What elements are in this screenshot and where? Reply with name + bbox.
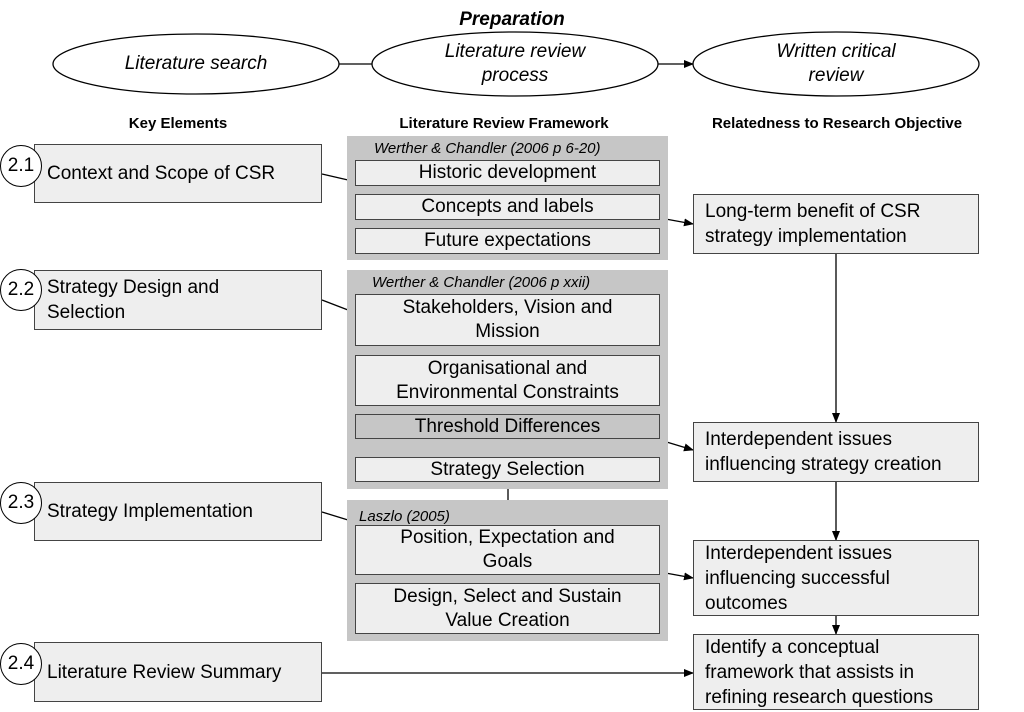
relatedness-box-2: Interdependent issues influencing strate… — [693, 422, 979, 482]
relatedness-box-4-line3: refining research questions — [705, 686, 934, 708]
framework-item-historic-development: Historic development — [355, 160, 660, 186]
key-element-2-2-line1: Strategy Design and — [47, 277, 220, 298]
key-element-2-4-label: Literature Review Summary — [47, 661, 282, 683]
header-framework: Literature Review Framework — [399, 115, 609, 132]
key-element-2-2-line2: Selection — [47, 302, 126, 323]
framework-item-concepts-labels: Concepts and labels — [355, 194, 660, 220]
connector-2-2 — [321, 299, 349, 311]
oval-process-line2: process — [481, 65, 549, 86]
section-number-2-2: 2.2 — [0, 269, 42, 311]
relatedness-box-1: Long-term benefit of CSR strategy implem… — [693, 194, 979, 254]
oval-process-line1: Literature review — [444, 41, 586, 62]
framework-group-2: Werther & Chandler (2006 p xxii) Stakeho… — [347, 270, 668, 489]
framework-group-1: Werther & Chandler (2006 p 6-20) Histori… — [347, 136, 668, 260]
key-element-2-3-label: Strategy Implementation — [47, 501, 253, 522]
oval-review-line1: Written critical — [776, 41, 896, 62]
header-key-elements: Key Elements — [128, 115, 228, 132]
framework-item-constraints: Organisational and Environmental Constra… — [355, 355, 660, 406]
framework-item-value-creation-line1: Design, Select and Sustain — [393, 585, 622, 607]
oval-literature-search-label: Literature search — [60, 46, 332, 82]
oval-review-line2: review — [808, 65, 864, 86]
relatedness-box-3-line3: outcomes — [705, 592, 788, 614]
framework-group-3: Laszlo (2005) Position, Expectation and … — [347, 500, 668, 641]
framework-item-constraints-line2: Environmental Constraints — [396, 381, 619, 403]
connector-2-3 — [321, 511, 349, 521]
key-element-2-1-label: Context and Scope of CSR — [47, 163, 276, 184]
framework-item-constraints-line1: Organisational and — [427, 357, 588, 379]
oval-process-label: Literature review process — [380, 38, 650, 90]
framework-item-threshold-label: Threshold Differences — [414, 415, 601, 437]
key-element-2-1: Context and Scope of CSR — [34, 144, 322, 203]
framework-item-stakeholders: Stakeholders, Vision and Mission — [355, 294, 660, 346]
header-relatedness: Relatedness to Research Objective — [711, 115, 963, 132]
framework-group-2-source: Werther & Chandler (2006 p xxii) — [372, 274, 591, 291]
relatedness-box-3-line1: Interdependent issues — [705, 542, 892, 564]
section-number-2-1: 2.1 — [0, 145, 42, 187]
framework-item-position-goals: Position, Expectation and Goals — [355, 525, 660, 575]
framework-item-position-goals-line2: Goals — [482, 551, 533, 572]
relatedness-box-4-line2: framework that assists in — [705, 661, 915, 683]
key-element-2-3: Strategy Implementation — [34, 482, 322, 541]
key-element-2-4: Literature Review Summary — [34, 642, 322, 702]
framework-item-stakeholders-line1: Stakeholders, Vision and — [402, 297, 613, 318]
framework-item-position-goals-line1: Position, Expectation and — [400, 527, 615, 548]
framework-item-stakeholders-line2: Mission — [475, 321, 540, 342]
framework-group-3-source: Laszlo (2005) — [359, 508, 450, 525]
framework-item-future-expectations: Future expectations — [355, 228, 660, 254]
relatedness-box-1-line1: Long-term benefit of CSR — [705, 201, 921, 222]
key-element-2-2: Strategy Design and Selection — [34, 270, 322, 330]
relatedness-box-4: Identify a conceptual framework that ass… — [693, 634, 979, 710]
framework-item-value-creation-line2: Value Creation — [445, 609, 570, 631]
relatedness-box-4-line1: Identify a conceptual — [705, 636, 880, 658]
framework-item-strategy-selection-label: Strategy Selection — [430, 458, 585, 480]
relatedness-box-2-line2: influencing strategy creation — [705, 454, 942, 475]
relatedness-box-2-line1: Interdependent issues — [705, 429, 892, 450]
framework-item-threshold: Threshold Differences — [355, 414, 660, 439]
oval-literature-search-text: Literature search — [124, 53, 268, 74]
section-number-2-4: 2.4 — [0, 643, 42, 685]
relatedness-box-1-line2: strategy implementation — [705, 226, 907, 247]
relatedness-box-3-line2: influencing successful — [705, 567, 890, 589]
oval-review-label: Written critical review — [700, 38, 972, 90]
connector-2-1 — [321, 173, 349, 181]
framework-group-1-source: Werther & Chandler (2006 p 6-20) — [374, 140, 601, 157]
framework-item-strategy-selection: Strategy Selection — [355, 457, 660, 482]
framework-item-value-creation: Design, Select and Sustain Value Creatio… — [355, 583, 660, 634]
diagram-title: Preparation — [459, 9, 565, 30]
section-number-2-3: 2.3 — [0, 482, 42, 524]
relatedness-box-3: Interdependent issues influencing succes… — [693, 540, 979, 616]
